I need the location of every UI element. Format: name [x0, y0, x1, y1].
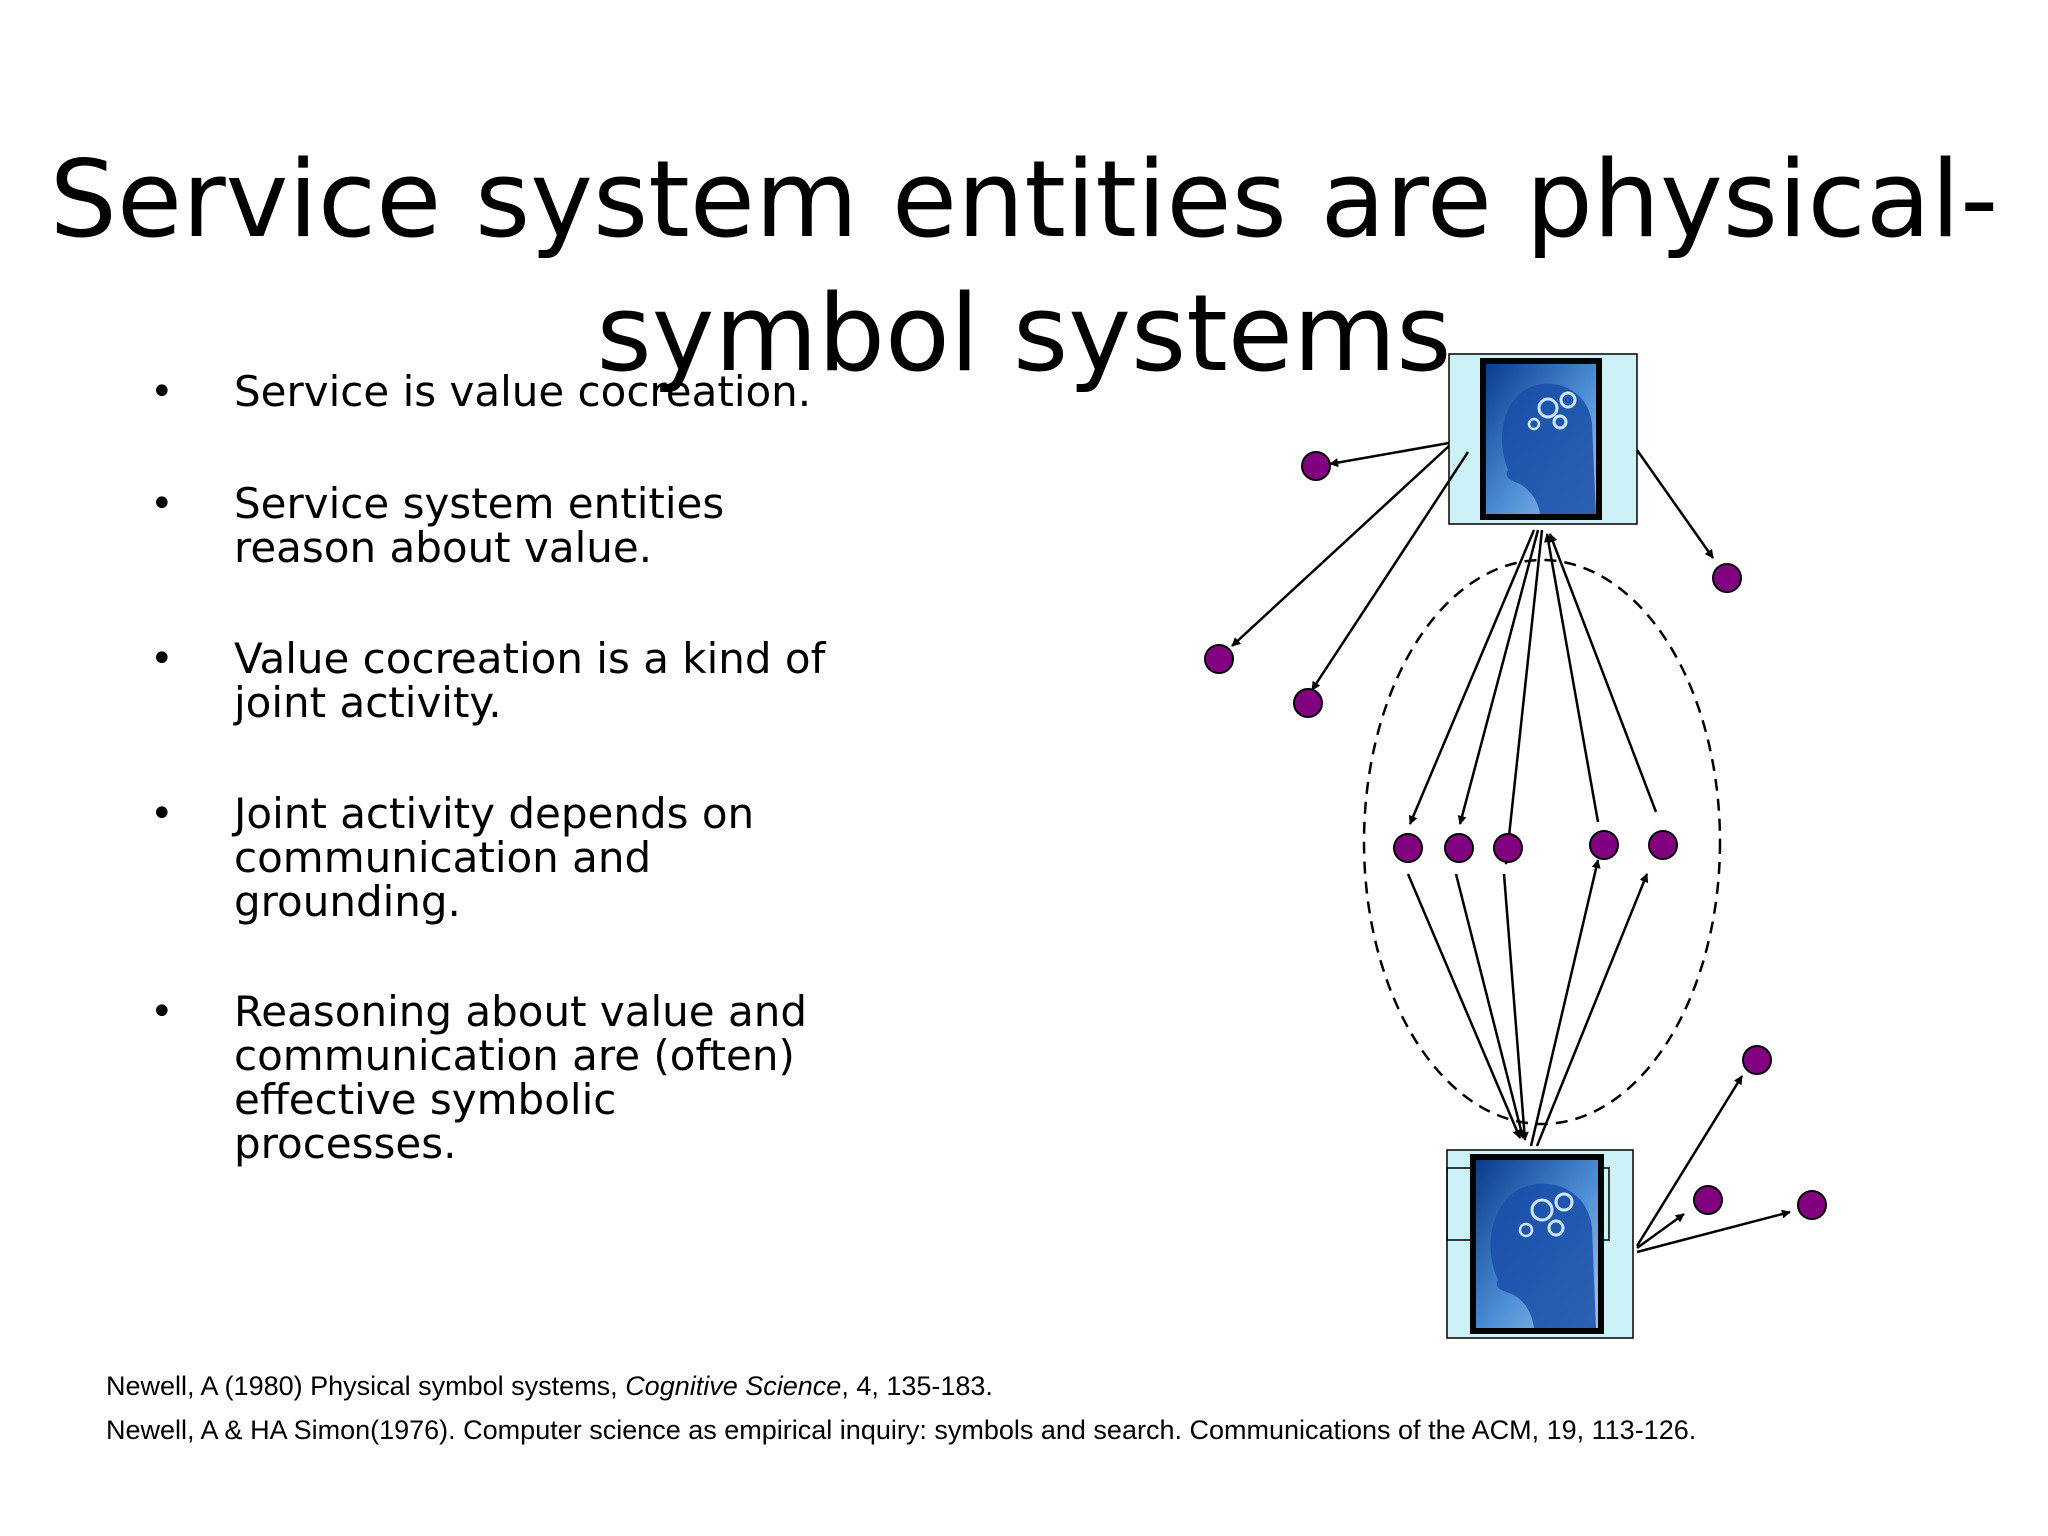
bullet-text-line: Joint activity depends on [234, 789, 755, 838]
symbol-node [1301, 451, 1331, 481]
symbol-node [1204, 644, 1234, 674]
slide-title-line-2: symbol systems [596, 272, 1452, 396]
arrow [1408, 529, 1536, 825]
bullet-text-line: grounding. [234, 877, 461, 926]
reference-text: Newell, A (1980) Physical symbol systems… [106, 1371, 626, 1401]
reference-2: Newell, A & HA Simon(1976). Computer sci… [106, 1408, 1696, 1452]
bullet-dot: • [150, 369, 174, 415]
bullet-dot: • [150, 636, 174, 682]
arrow [1406, 873, 1522, 1139]
symbol-node [1493, 833, 1523, 863]
reference-text: , 4, 135-183. [841, 1371, 993, 1401]
bullet-text-line: Value cocreation is a kind of [234, 634, 826, 683]
bullet-text-line: communication and [234, 833, 652, 882]
symbol-node [1797, 1190, 1827, 1220]
arrow [1636, 1209, 1791, 1254]
bullet-text-line: communication are (often) [234, 1031, 795, 1080]
service-entity-bottom [1446, 1149, 1634, 1339]
bullet-text-line: Reasoning about value and [234, 987, 807, 1036]
arrow [1329, 441, 1450, 468]
slide-title: Service system entities are physical- sy… [0, 133, 2048, 401]
bullet-dot: • [150, 791, 174, 837]
arrow [1548, 533, 1658, 813]
symbol-node [1444, 833, 1474, 863]
symbol-node [1293, 688, 1323, 718]
bullet-text-line: joint activity. [234, 678, 502, 727]
bullet-text-line: effective symbolic [234, 1075, 617, 1124]
arrow [1635, 449, 1715, 559]
symbol-node [1693, 1185, 1723, 1215]
arrow [1454, 873, 1526, 1139]
symbol-nodes [1204, 451, 1827, 1220]
symbol-node [1393, 833, 1423, 863]
symbol-node [1589, 830, 1619, 860]
symbol-node [1742, 1045, 1772, 1075]
arrow [1535, 873, 1649, 1147]
arrow [1502, 529, 1544, 865]
brain-gears-head-icon [1486, 364, 1596, 514]
arrow [1529, 859, 1601, 1147]
reference-text: Newell, A & HA Simon(1976). Computer sci… [106, 1415, 1697, 1445]
bullet-text-line: reason about value. [234, 523, 653, 572]
arrows [1231, 441, 1791, 1254]
symbol-node [1648, 830, 1678, 860]
reference-journal: Cognitive Science [625, 1371, 842, 1401]
arrow [1543, 533, 1600, 823]
symbol-node [1712, 563, 1742, 593]
joint-activity-ellipse [1362, 558, 1722, 1126]
brain-gears-head-icon [1476, 1160, 1598, 1328]
reference-1: Newell, A (1980) Physical symbol systems… [106, 1364, 1696, 1408]
bullet-text-line: processes. [234, 1119, 457, 1168]
arrow [1636, 1212, 1685, 1250]
references: Newell, A (1980) Physical symbol systems… [106, 1364, 1696, 1452]
bullet-text-line: Service is value cocreation. [234, 367, 812, 416]
bullet-dot: • [150, 989, 174, 1035]
arrow [1231, 445, 1450, 647]
arrow [1635, 1075, 1744, 1247]
bullet-text-line: Service system entities [234, 479, 725, 528]
slide-title-line-1: Service system entities are physical- [49, 138, 1999, 262]
arrow [1502, 873, 1529, 1141]
bullet-dot: • [150, 481, 174, 527]
arrow [1310, 451, 1470, 691]
service-entity-top [1448, 353, 1638, 525]
arrow [1457, 529, 1540, 825]
